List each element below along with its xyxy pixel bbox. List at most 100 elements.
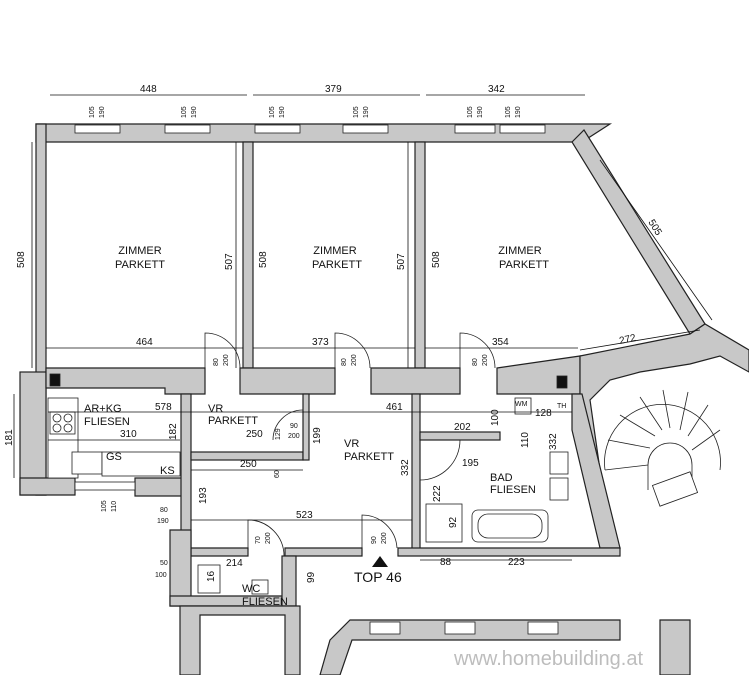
stair-outer <box>604 404 721 471</box>
door-arc <box>334 332 371 369</box>
svg-text:190: 190 <box>157 518 169 525</box>
svg-text:190: 190 <box>363 106 370 118</box>
svg-text:200: 200 <box>482 354 489 366</box>
svg-text:193: 193 <box>198 487 209 504</box>
left-wall-lower <box>19 371 47 496</box>
vr-small-name: VR <box>208 403 223 415</box>
vr-small-floor: PARKETT <box>208 415 258 427</box>
vr-main-floor: PARKETT <box>344 451 394 463</box>
partition-2-3 <box>414 141 426 369</box>
kitchen-bottom-wall-2 <box>134 477 186 497</box>
svg-text:105: 105 <box>467 106 474 118</box>
svg-text:92: 92 <box>448 516 459 528</box>
wc-basin-icon <box>251 579 269 595</box>
svg-text:90: 90 <box>371 536 378 544</box>
sink-icon <box>71 451 103 475</box>
svg-text:332: 332 <box>548 433 559 450</box>
svg-text:88: 88 <box>440 557 452 568</box>
svg-text:60: 60 <box>274 470 281 478</box>
svg-text:332: 332 <box>400 459 411 476</box>
room2-floor: PARKETT <box>312 259 362 271</box>
right-slanted-wall <box>571 129 706 335</box>
th-label: TH <box>557 403 566 410</box>
svg-text:523: 523 <box>296 510 313 521</box>
svg-text:223: 223 <box>508 557 525 568</box>
dimension-lines <box>13 94 713 561</box>
svg-text:507: 507 <box>396 253 407 270</box>
pillar <box>49 373 61 387</box>
bottom-wall-a <box>190 547 249 557</box>
door-arc <box>204 332 241 369</box>
wc-wall <box>169 529 192 607</box>
bath-name: BAD <box>490 472 513 484</box>
svg-text:128: 128 <box>535 408 552 419</box>
shower-icon <box>425 503 463 543</box>
bottom-wall-b <box>284 547 363 557</box>
unit-label: TOP 46 <box>354 569 402 585</box>
vr-inner-wall-v <box>302 393 310 461</box>
bath-left-wall <box>411 393 421 550</box>
svg-text:80: 80 <box>160 507 168 514</box>
washbasin-icon <box>549 477 569 501</box>
svg-text:200: 200 <box>381 532 388 544</box>
window <box>527 621 559 635</box>
spiral-stair <box>604 389 721 507</box>
svg-text:100: 100 <box>490 409 501 426</box>
bath-right-wall <box>571 393 621 549</box>
svg-text:99: 99 <box>306 571 317 583</box>
svg-text:250: 250 <box>246 429 263 440</box>
svg-text:578: 578 <box>155 402 172 413</box>
room2-name: ZIMMER <box>313 245 356 257</box>
svg-text:105: 105 <box>181 106 188 118</box>
kitchen-floor: FLIESEN <box>84 416 130 428</box>
watermark: www.homebuilding.at <box>453 648 643 670</box>
svg-text:190: 190 <box>515 106 522 118</box>
window <box>164 124 211 134</box>
svg-text:80: 80 <box>472 358 479 366</box>
mid-wall-c <box>370 367 461 395</box>
svg-text:105: 105 <box>269 106 276 118</box>
svg-text:464: 464 <box>136 337 153 348</box>
room1-name: ZIMMER <box>118 245 161 257</box>
kitchen-name: AR+KG <box>84 403 122 415</box>
window <box>454 124 496 134</box>
lower-right-wall <box>659 619 691 675</box>
svg-text:100: 100 <box>155 572 167 579</box>
svg-text:50: 50 <box>160 560 168 567</box>
dim-342: 342 <box>488 84 505 95</box>
counter-bottom <box>101 451 181 477</box>
bath-floor: FLIESEN <box>490 484 536 496</box>
pillar <box>556 375 568 389</box>
mid-wall-a <box>45 367 206 395</box>
fixtures <box>47 373 569 595</box>
dim-448: 448 <box>140 84 157 95</box>
svg-text:250: 250 <box>240 459 257 470</box>
wc-floor: FLIESEN <box>242 596 288 608</box>
svg-text:80: 80 <box>213 358 220 366</box>
bath-top-wall <box>419 431 501 441</box>
svg-text:195: 195 <box>462 458 479 469</box>
svg-text:373: 373 <box>312 337 329 348</box>
wc-name: WC <box>242 583 260 595</box>
svg-text:129: 129 <box>275 428 282 440</box>
svg-text:110: 110 <box>111 501 118 512</box>
svg-text:507: 507 <box>224 253 235 270</box>
svg-text:190: 190 <box>477 106 484 118</box>
svg-text:105: 105 <box>89 106 96 118</box>
room-labels: ZIMMER PARKETT ZIMMER PARKETT ZIMMER PAR… <box>84 245 566 608</box>
svg-text:16: 16 <box>206 570 217 582</box>
stair-inner <box>647 442 693 466</box>
window <box>342 124 389 134</box>
window <box>444 621 476 635</box>
ks-label: KS <box>160 465 175 477</box>
svg-text:200: 200 <box>288 433 300 440</box>
svg-text:105: 105 <box>101 500 108 512</box>
svg-text:508: 508 <box>258 251 269 268</box>
svg-text:354: 354 <box>492 337 509 348</box>
svg-text:70: 70 <box>255 536 262 544</box>
svg-text:508: 508 <box>16 251 27 268</box>
svg-text:214: 214 <box>226 558 243 569</box>
svg-text:181: 181 <box>4 429 15 446</box>
svg-text:310: 310 <box>120 429 137 440</box>
door-arc <box>459 332 496 369</box>
